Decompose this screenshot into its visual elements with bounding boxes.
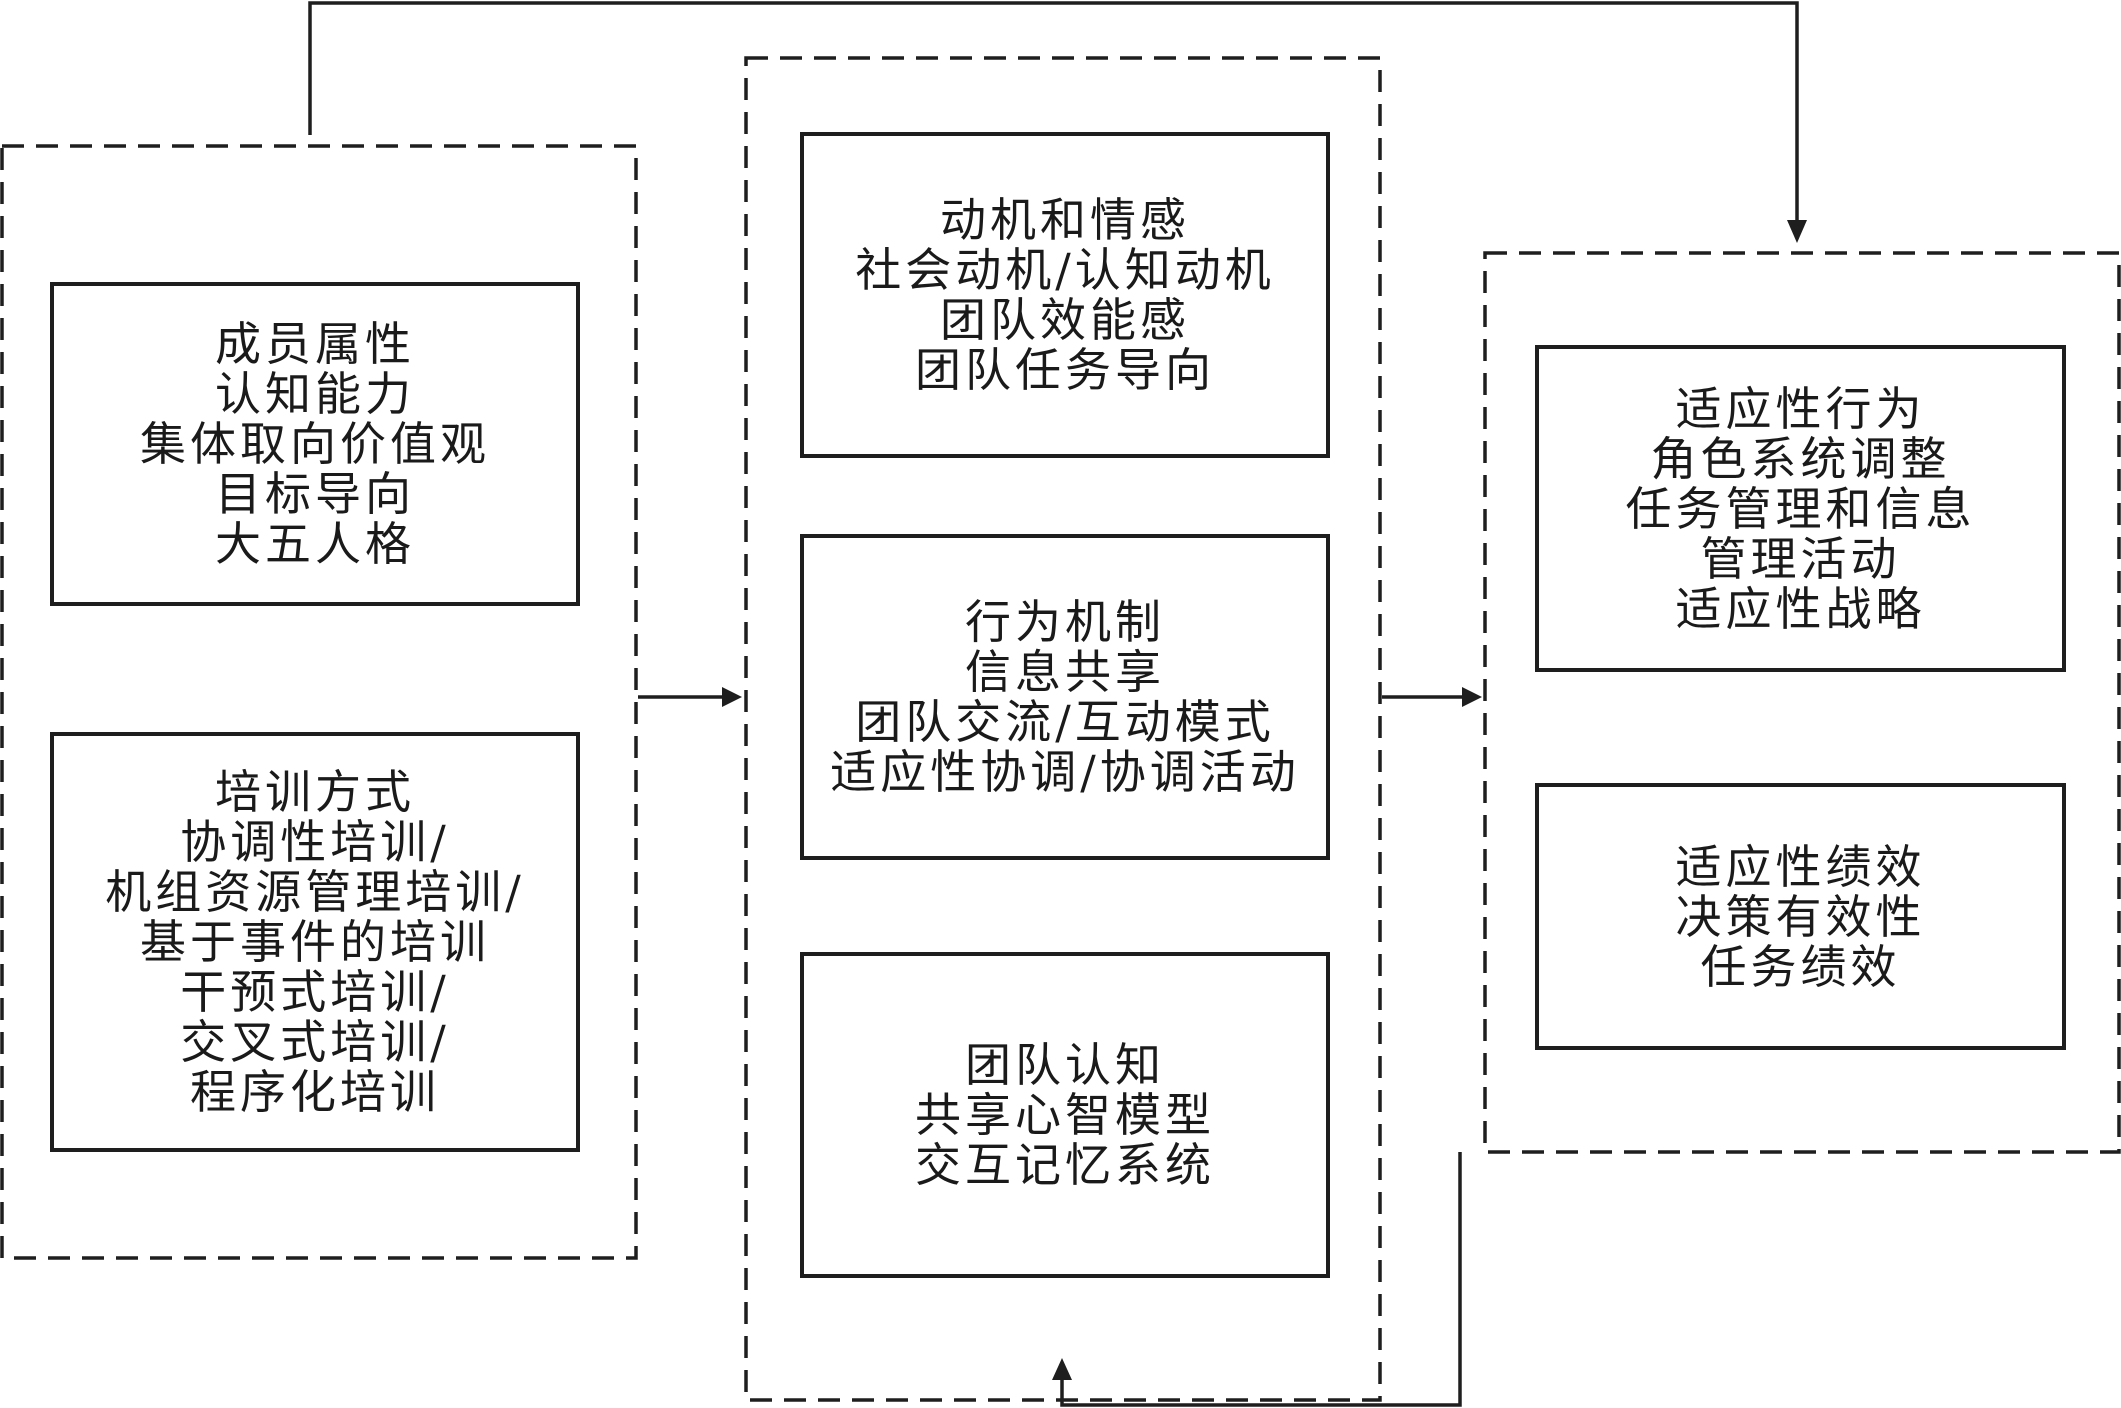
node-line: 适应性战略 <box>1675 581 1926 636</box>
node-line: 团队效能感 <box>940 293 1190 347</box>
node-line: 角色系统调整 <box>1650 431 1951 486</box>
node-line: 团队任务导向 <box>915 343 1215 397</box>
node-line: 团队交流/互动模式 <box>855 695 1275 749</box>
node-team-cognition: 团队认知 共享心智模型 交互记忆系统 <box>800 952 1330 1278</box>
node-motivation-affect: 动机和情感 社会动机/认知动机 团队效能感 团队任务导向 <box>800 132 1330 458</box>
group-input-border <box>0 144 638 1260</box>
node-adaptive-behavior: 适应性行为 角色系统调整 任务管理和信息 管理活动 适应性战略 <box>1535 345 2066 672</box>
arrowhead-process-to-output-icon <box>1462 687 1482 707</box>
node-line: 基于事件的培训 <box>140 915 490 969</box>
node-line: 集体取向价值观 <box>140 417 490 471</box>
node-line: 行为机制 <box>965 595 1165 649</box>
arrowhead-top-to-output-icon <box>1787 220 1807 243</box>
node-line: 机组资源管理培训/ <box>105 865 525 919</box>
edge-output-to-process-bottom <box>1060 1152 1462 1407</box>
node-line: 社会动机/认知动机 <box>855 243 1275 297</box>
node-line: 适应性绩效 <box>1675 839 1926 894</box>
node-line: 适应性协调/协调活动 <box>830 745 1300 799</box>
node-line: 交叉式培训/ <box>180 1015 450 1069</box>
node-line: 成员属性 <box>215 317 415 371</box>
node-line: 信息共享 <box>965 645 1165 699</box>
node-line: 协调性培训/ <box>180 815 450 869</box>
node-line: 适应性行为 <box>1675 381 1926 436</box>
node-line: 干预式培训/ <box>180 965 450 1019</box>
node-line: 培训方式 <box>215 765 415 819</box>
node-line: 共享心智模型 <box>915 1088 1215 1142</box>
node-behavioral-mechanism: 行为机制 信息共享 团队交流/互动模式 适应性协调/协调活动 <box>800 534 1330 860</box>
arrowhead-bottom-to-process-icon <box>1052 1358 1072 1380</box>
node-line: 管理活动 <box>1700 531 1901 586</box>
node-adaptive-performance: 适应性绩效 决策有效性 任务绩效 <box>1535 783 2066 1050</box>
node-line: 任务管理和信息 <box>1625 481 1976 536</box>
node-line: 团队认知 <box>965 1038 1165 1092</box>
node-line: 动机和情感 <box>940 193 1190 247</box>
edge-input-to-output-top <box>308 1 1799 220</box>
node-training-methods: 培训方式 协调性培训/ 机组资源管理培训/ 基于事件的培训 干预式培训/ 交叉式… <box>50 732 580 1152</box>
node-line: 决策有效性 <box>1675 889 1926 944</box>
node-line: 认知能力 <box>215 367 415 421</box>
node-line: 目标导向 <box>215 467 415 521</box>
node-line: 交互记忆系统 <box>915 1138 1215 1192</box>
node-line: 大五人格 <box>215 517 415 571</box>
arrowhead-input-to-process-icon <box>722 687 742 707</box>
node-member-attributes: 成员属性 认知能力 集体取向价值观 目标导向 大五人格 <box>50 282 580 606</box>
node-line: 程序化培训 <box>190 1065 440 1119</box>
group-output-border <box>1483 251 2121 1154</box>
node-line: 任务绩效 <box>1700 939 1901 994</box>
